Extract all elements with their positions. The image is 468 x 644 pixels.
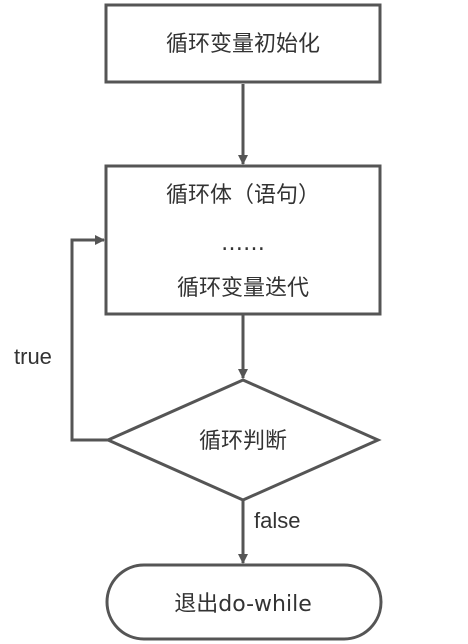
exit-box	[105, 563, 383, 641]
body-box	[104, 164, 382, 316]
body-label-line-3: 循环变量迭代	[177, 276, 309, 301]
exit-label: 退出do-while	[174, 592, 311, 617]
edge-label-true: true	[14, 344, 52, 369]
condition-label: 循环判断	[199, 429, 287, 454]
body-label-line-1: 循环体（语句）	[166, 183, 320, 208]
init-box	[104, 3, 382, 84]
init-label: 循环变量初始化	[166, 32, 320, 57]
body-label-line-2: ……	[221, 231, 265, 256]
edge-label-false: false	[254, 508, 300, 533]
arrow-loop-true	[70, 235, 108, 442]
